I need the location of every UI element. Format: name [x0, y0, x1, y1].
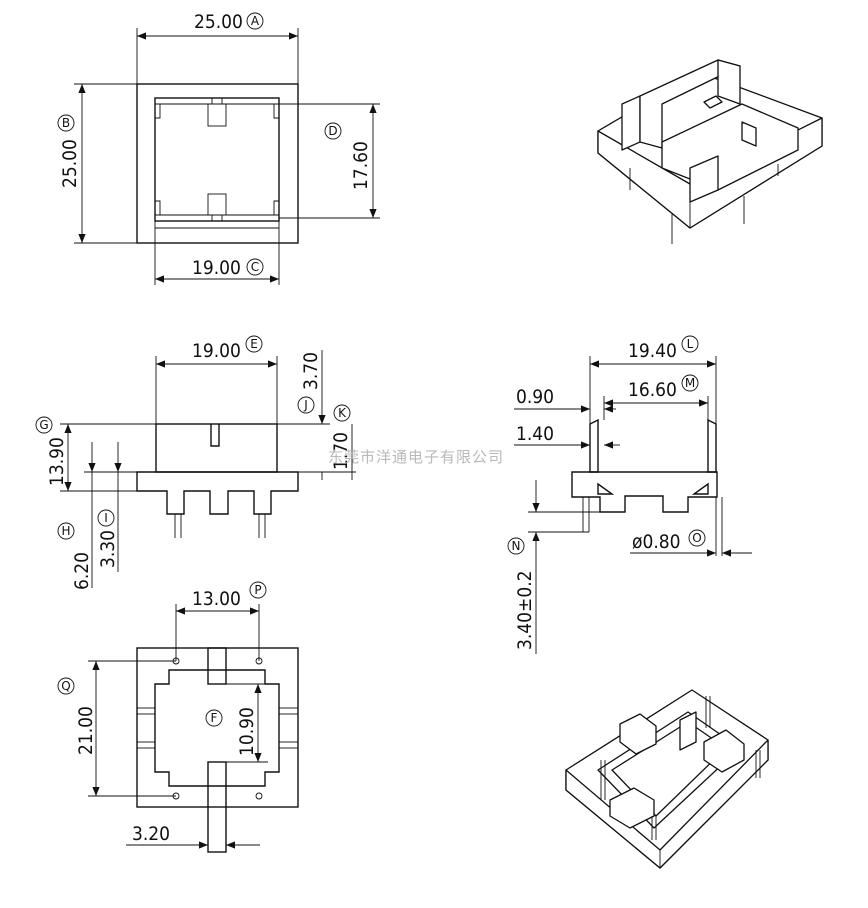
tag-i: I: [104, 511, 108, 525]
tag-c: C: [251, 260, 259, 274]
dim-inner-height: 17.60: [350, 141, 372, 190]
isometric-view-bottom: [565, 689, 769, 869]
tag-a: A: [251, 14, 260, 28]
dim-pin-diameter: ø0.80: [632, 531, 681, 553]
dim-pin-length: 6.20: [71, 552, 93, 590]
dim-side-width: 19.00: [192, 340, 241, 362]
dim-slot-depth: 3.70: [300, 352, 322, 390]
dim-top-height: 25.00: [59, 139, 81, 188]
bottom-view: 13.00 P 21.00 Q 10.90 F 3.20: [57, 581, 299, 853]
tag-k: K: [338, 406, 347, 420]
dim-pin-pitch-x: 13.00: [192, 588, 241, 610]
dim-front-inner: 16.60: [628, 379, 677, 401]
tag-g: G: [39, 418, 48, 432]
tag-j: J: [303, 398, 308, 412]
dim-slot-width-bottom: 3.20: [132, 823, 170, 845]
tag-q: Q: [61, 679, 70, 693]
dim-wall-height: 13.90: [46, 437, 68, 486]
isometric-view-top: [597, 59, 823, 244]
tag-b: B: [62, 116, 70, 130]
tag-o: O: [692, 531, 701, 545]
tag-p: P: [254, 583, 261, 597]
side-view: 19.00 E 13.90 G 6.20 H 3.30 I 3.70 J: [35, 335, 356, 590]
top-view: 25.00 A 25.00 B 17.60 D 19.00 C: [57, 11, 380, 285]
tag-d: D: [328, 124, 337, 138]
dim-inner-width: 19.00: [192, 257, 241, 279]
dim-slot-width: 1.70: [330, 432, 352, 470]
dim-pin-pitch-y: 21.00: [75, 706, 97, 755]
dim-opening: 10.90: [236, 707, 258, 756]
tag-f: F: [211, 711, 218, 725]
tag-h: H: [61, 524, 70, 538]
dim-top-width: 25.00: [194, 11, 243, 33]
tag-e: E: [250, 337, 258, 351]
watermark: 东莞市洋通电子有限公司: [328, 448, 504, 466]
dim-front-d2: 1.40: [516, 423, 554, 445]
dim-base-thickness: 3.30: [97, 530, 119, 568]
dim-front-outer: 19.40: [628, 340, 677, 362]
dim-standoff: 3.40±0.2: [514, 570, 536, 650]
tag-n: N: [512, 539, 521, 553]
front-view: 19.40 L 16.60 M 0.90 1.40 3.40±0.2 N ø0.…: [507, 335, 752, 654]
tag-m: M: [685, 376, 695, 390]
dim-front-d1: 0.90: [516, 386, 554, 408]
tag-l: L: [687, 337, 694, 351]
